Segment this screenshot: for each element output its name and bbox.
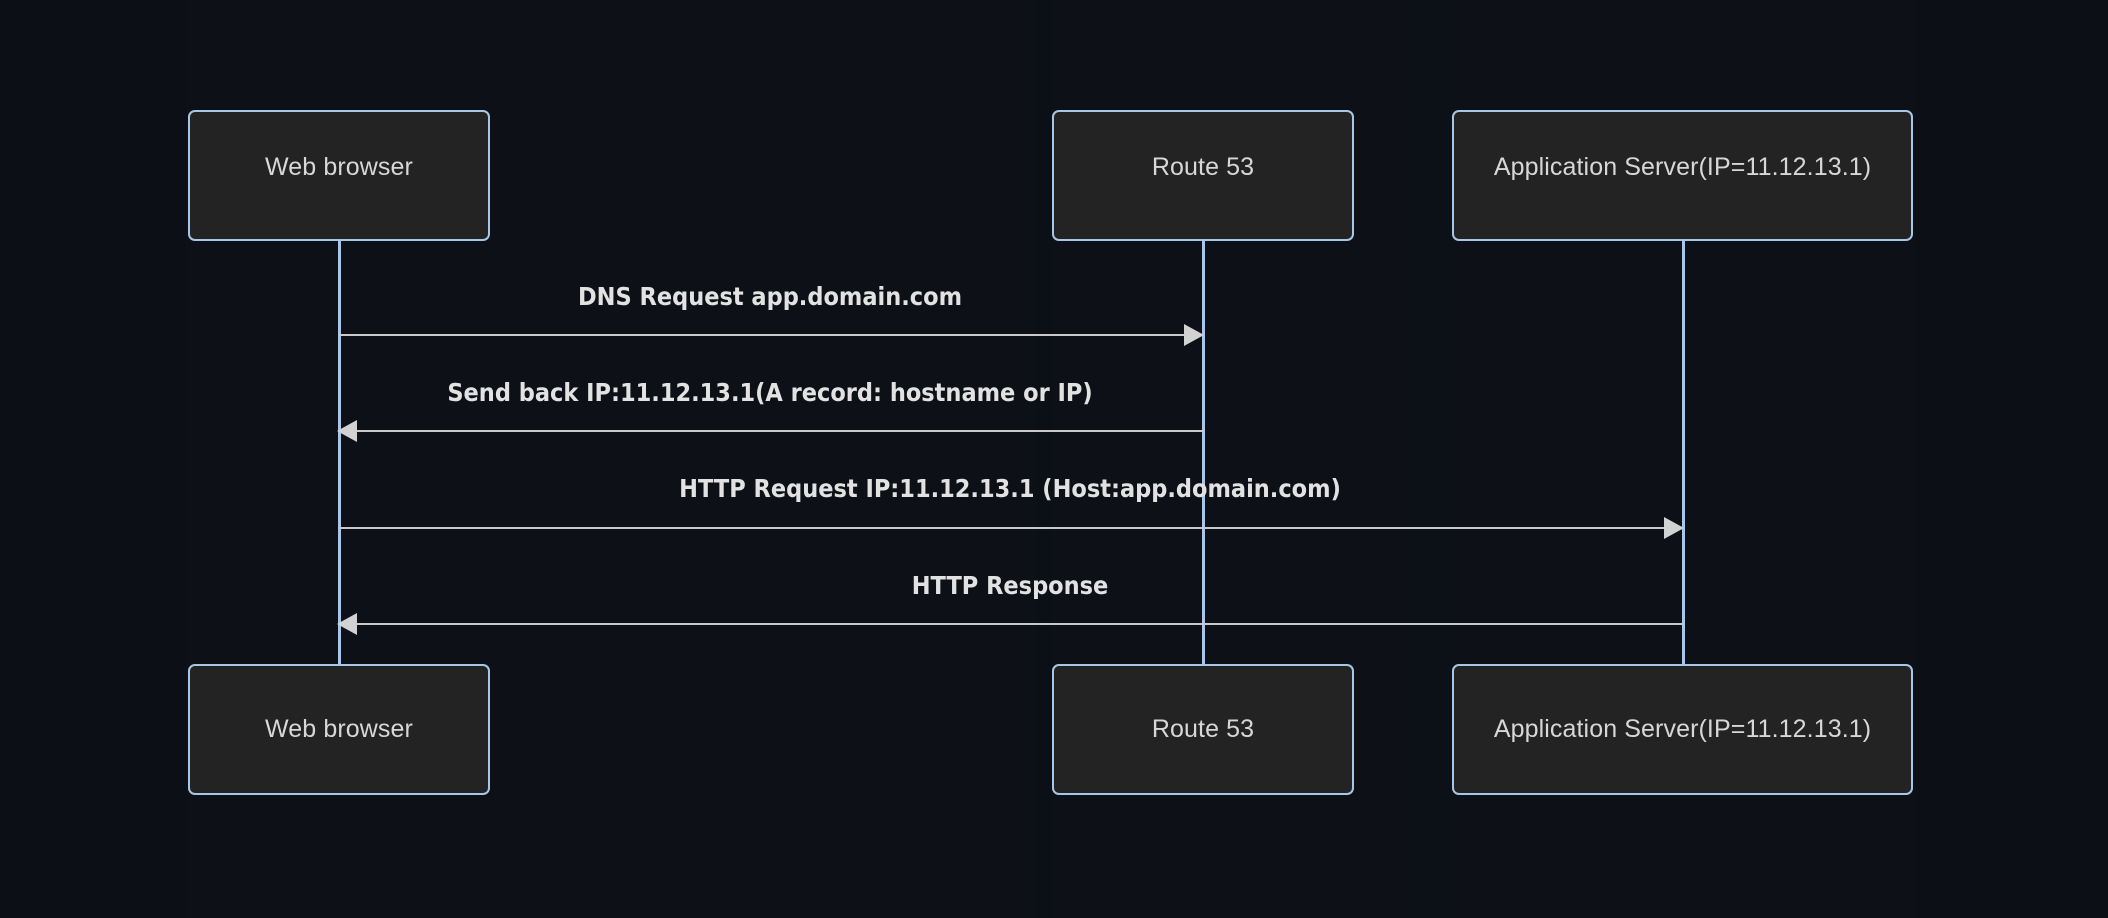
background-band <box>1408 0 1452 918</box>
message-line-4 <box>357 623 1684 625</box>
participant-label: Web browser <box>265 153 413 181</box>
message-line-1 <box>339 334 1184 336</box>
participant-box-browser-top[interactable]: Web browser <box>188 110 490 241</box>
message-label-1: DNS Request app.domain.com <box>577 282 963 311</box>
message-arrowhead-1 <box>1184 324 1204 346</box>
message-line-2 <box>357 430 1204 432</box>
participant-box-browser-bottom[interactable]: Web browser <box>188 664 490 795</box>
participant-box-route53-top[interactable]: Route 53 <box>1052 110 1354 241</box>
message-label-4: HTTP Response <box>911 571 1109 600</box>
background-band <box>0 0 186 918</box>
message-arrowhead-2 <box>337 420 357 442</box>
participant-label: Application Server(IP=11.12.13.1) <box>1493 715 1872 743</box>
lifeline-browser <box>338 240 341 664</box>
participant-label: Route 53 <box>1151 715 1255 743</box>
participant-label: Route 53 <box>1151 153 1255 181</box>
participant-box-appserver-bottom[interactable]: Application Server(IP=11.12.13.1) <box>1452 664 1913 795</box>
lifeline-route53 <box>1202 240 1205 664</box>
message-label-2: Send back IP:11.12.13.1(A record: hostna… <box>447 378 1093 407</box>
participant-box-appserver-top[interactable]: Application Server(IP=11.12.13.1) <box>1452 110 1913 241</box>
message-line-3 <box>339 527 1664 529</box>
message-arrowhead-4 <box>337 613 357 635</box>
message-arrowhead-3 <box>1664 517 1684 539</box>
participant-box-route53-bottom[interactable]: Route 53 <box>1052 664 1354 795</box>
lifeline-appserver <box>1682 240 1685 664</box>
background-band <box>1916 0 2108 918</box>
message-label-3: HTTP Request IP:11.12.13.1 (Host:app.dom… <box>679 474 1341 503</box>
background-band <box>1036 0 1052 918</box>
participant-label: Web browser <box>265 715 413 743</box>
participant-label: Application Server(IP=11.12.13.1) <box>1493 153 1872 181</box>
